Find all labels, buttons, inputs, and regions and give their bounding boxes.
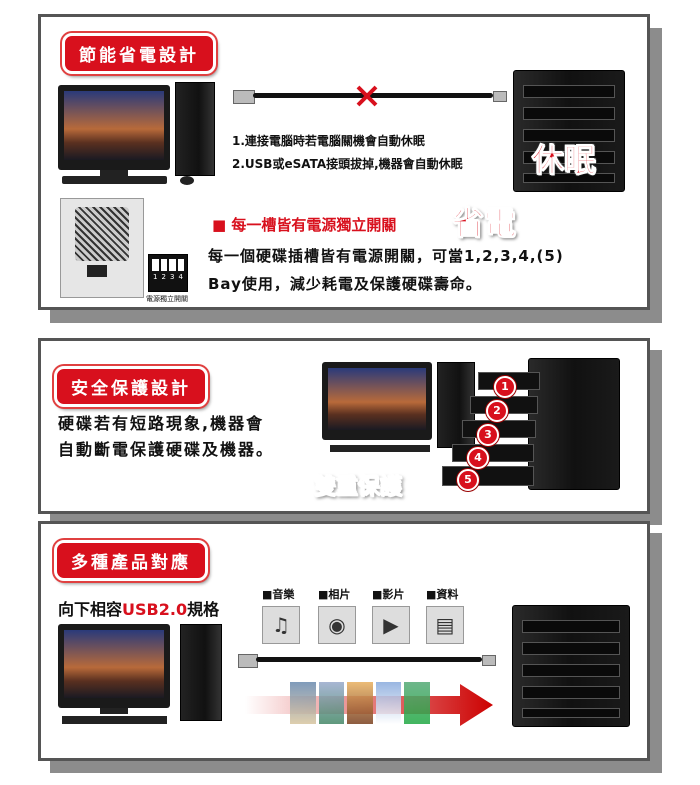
switch-desc-line-2: Bay使用，減少耗電及保護硬碟壽命。 (208, 275, 482, 293)
monitor-stand (100, 170, 128, 178)
switch-desc-line-1: 每一個硬碟插槽皆有電源開關，可當1,2,3,4,(5) (208, 247, 564, 265)
switch-caption: 電源獨立開關 (146, 295, 188, 303)
mini-usb-plug-icon-2 (482, 655, 496, 666)
category-data: ■資料 (426, 588, 459, 601)
bay-number-2: 2 (486, 400, 508, 422)
keyboard-3 (62, 716, 167, 724)
usb-cable-2 (256, 657, 482, 662)
safety-desc-line-1: 硬碟若有短路現象,機器會 (58, 414, 265, 433)
monitor-2 (322, 362, 432, 440)
sleep-label: 休眠 (531, 141, 597, 180)
power-socket-icon (87, 265, 107, 277)
mini-usb-plug-icon (493, 91, 507, 102)
note-line-2: 2.USB或eSATA接頭拔掉,機器會自動休眠 (232, 157, 463, 171)
nas-enclosure (513, 70, 625, 192)
film-icon: ▶ (372, 606, 410, 644)
badge-safety: 安全保護設計 (54, 366, 208, 407)
bay-number-3: 3 (477, 424, 499, 446)
switch-heading: ■ 每一槽皆有電源獨立開關 (212, 216, 397, 234)
category-music: ■音樂 (262, 588, 295, 601)
keyboard (62, 176, 167, 184)
nas-back-panel (60, 198, 144, 298)
camera-icon: ◉ (318, 606, 356, 644)
pc-tower-3 (180, 624, 222, 721)
badge-power-saving: 節能省電設計 (62, 33, 216, 74)
save-power-label: 省電 (451, 204, 517, 243)
drive-tray-5 (442, 466, 534, 486)
bay-number-1: 1 (494, 376, 516, 398)
usb-plug-icon (233, 90, 255, 104)
double-protect-label: 雙重保護 (313, 475, 403, 501)
keyboard-2 (330, 445, 430, 452)
pc-tower (175, 82, 215, 176)
mouse (180, 176, 194, 185)
monitor-3 (58, 624, 170, 708)
bay-number-4: 4 (467, 447, 489, 469)
monitor-stand-3 (100, 708, 128, 714)
category-video: ■影片 (372, 588, 405, 601)
usb-cable (253, 93, 493, 98)
drive-tray-3 (462, 420, 536, 438)
drive-tray-4 (452, 444, 534, 462)
compat-line: 向下相容USB2.0規格 (58, 600, 220, 619)
photo-strip (290, 682, 430, 724)
monitor (58, 85, 170, 170)
disconnect-x-icon (356, 85, 378, 107)
safety-desc-line-2: 自動斷電保護硬碟及機器。 (58, 440, 275, 459)
fan-grill-icon (75, 207, 129, 261)
nas-enclosure-2 (528, 358, 620, 490)
badge-compatibility: 多種產品對應 (54, 540, 208, 581)
note-line-1: 1.連接電腦時若電腦關機會自動休眠 (232, 134, 425, 148)
document-icon: ▤ (426, 606, 464, 644)
power-switches: 1 2 3 4 (148, 254, 188, 292)
category-photo: ■相片 (318, 588, 351, 601)
bay-number-5: 5 (457, 469, 479, 491)
nas-enclosure-3 (512, 605, 630, 727)
music-icon: ♫ (262, 606, 300, 644)
usb-plug-icon-2 (238, 654, 258, 668)
